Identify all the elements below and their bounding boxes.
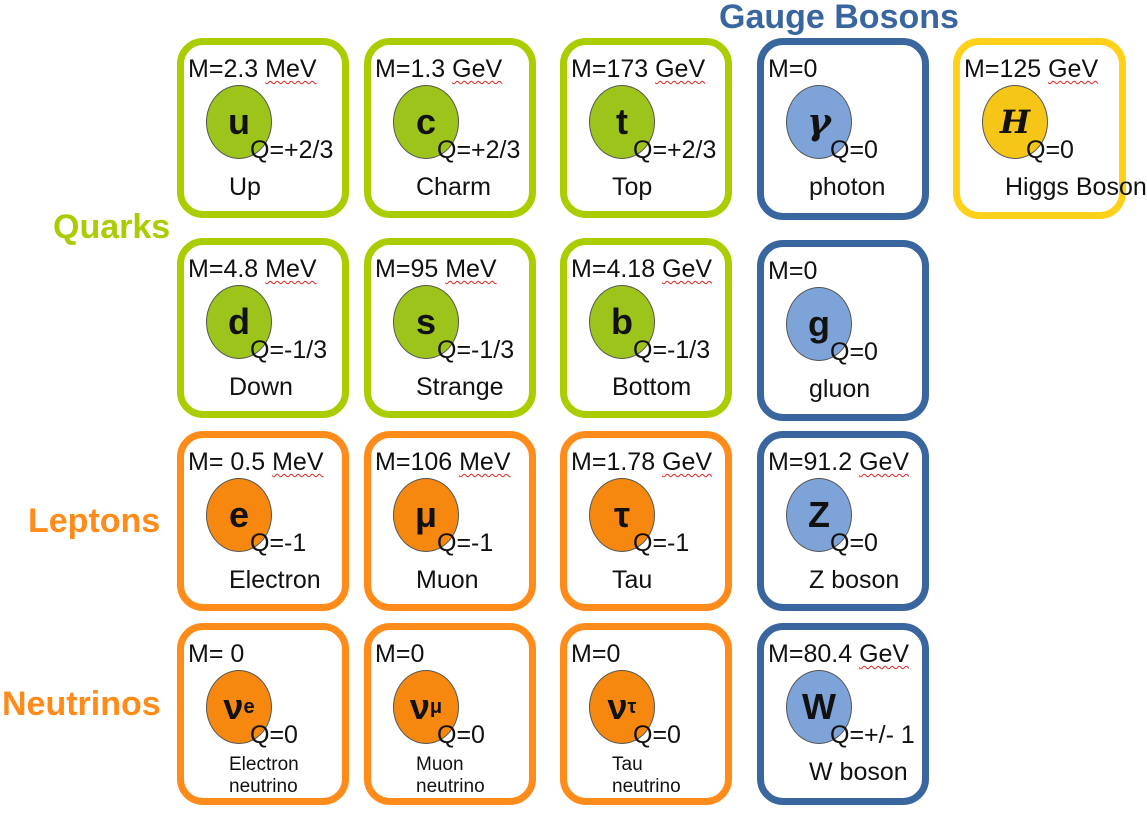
mass-label: M=95 MeV	[375, 255, 497, 283]
mass-label: M=1.78 GeV	[571, 448, 713, 476]
charge-label: Q=+/- 1	[830, 721, 915, 749]
particle-name: Electron	[229, 566, 321, 594]
particle-symbol: t	[589, 85, 655, 159]
particle-card-down: M=4.8 MeV d Q=-1/3 Down	[177, 238, 349, 418]
particle-name: Muon	[416, 566, 479, 594]
charge-label: Q=-1/3	[633, 336, 711, 364]
particle-card-higgs: M=125 GeV H Q=0 Higgs Boson	[953, 38, 1147, 219]
particle-card-up: M=2.3 MeV u Q=+2/3 Up	[177, 38, 349, 218]
particle-card-w-boson: M=80.4 GeV W Q=+/- 1 W boson	[757, 623, 929, 805]
particle-card-z-boson: M=91.2 GeV Z Q=0 Z boson	[757, 431, 929, 611]
charge-label: Q=-1/3	[437, 336, 515, 364]
particle-card-muon: M=106 MeV μ Q=-1 Muon	[364, 431, 536, 611]
neutrinos-label: Neutrinos	[2, 685, 161, 723]
mass-label: M=4.8 MeV	[188, 255, 317, 283]
charge-label: Q=0	[830, 338, 878, 366]
particle-card-top: M=173 GeV t Q=+2/3 Top	[560, 38, 732, 218]
particle-name: Top	[612, 173, 653, 201]
particle-symbol: d	[206, 285, 272, 359]
particle-card-tau: M=1.78 GeV τ Q=-1 Tau	[560, 431, 732, 611]
particle-name: Bottom	[612, 373, 692, 401]
particle-symbol: e	[206, 478, 272, 552]
particle-name: Z boson	[809, 566, 900, 594]
particle-symbol: τ	[589, 478, 655, 552]
charge-label: Q=+2/3	[633, 136, 717, 164]
charge-label: Q=0	[1026, 136, 1074, 164]
particle-name: Down	[229, 373, 293, 401]
particle-name: Electron neutrino	[229, 754, 299, 797]
particle-symbol: c	[393, 85, 459, 159]
mass-label: M= 0	[188, 640, 245, 668]
mass-label: M=2.3 MeV	[188, 55, 317, 83]
charge-label: Q=-1	[633, 529, 690, 557]
charge-label: Q=-1/3	[250, 336, 328, 364]
particle-name: W boson	[809, 758, 908, 786]
quarks-label: Quarks	[53, 208, 171, 246]
mass-label: M=0	[768, 55, 818, 83]
particle-name: photon	[809, 173, 886, 201]
mass-label: M=80.4 GeV	[768, 640, 910, 668]
particle-symbol: W	[786, 670, 852, 744]
mass-label: M=1.3 GeV	[375, 55, 503, 83]
particle-name: Up	[229, 173, 261, 201]
particle-symbol: γ	[786, 85, 852, 159]
charge-label: Q=0	[830, 136, 878, 164]
mass-label: M=0	[768, 257, 818, 285]
mass-label: M=4.18 GeV	[571, 255, 713, 283]
particle-symbol: b	[589, 285, 655, 359]
mass-label: M=106 MeV	[375, 448, 511, 476]
particle-symbol: u	[206, 85, 272, 159]
mass-label: M=0	[375, 640, 425, 668]
charge-label: Q=0	[250, 721, 298, 749]
particle-card-electron: M= 0.5 MeV e Q=-1 Electron	[177, 431, 349, 611]
particle-symbol: H	[982, 85, 1048, 159]
particle-card-photon: M=0 γ Q=0 photon	[757, 38, 929, 220]
particle-symbol: s	[393, 285, 459, 359]
mass-label: M=0	[571, 640, 621, 668]
particle-symbol: g	[786, 287, 852, 361]
gauge-bosons-label: Gauge Bosons	[719, 0, 959, 36]
particle-symbol: Z	[786, 478, 852, 552]
charge-label: Q=-1	[437, 529, 494, 557]
mass-label: M=91.2 GeV	[768, 448, 910, 476]
mass-label: M= 0.5 MeV	[188, 448, 324, 476]
particle-name: Strange	[416, 373, 504, 401]
charge-label: Q=+2/3	[250, 136, 334, 164]
leptons-label: Leptons	[28, 502, 161, 540]
particle-name: Higgs Boson	[1005, 173, 1147, 201]
particle-name: Charm	[416, 173, 492, 201]
particle-name: Tau	[612, 566, 653, 594]
particle-name: Tau neutrino	[612, 754, 681, 797]
mass-label: M=173 GeV	[571, 55, 706, 83]
particle-card-gluon: M=0 g Q=0 gluon	[757, 240, 929, 421]
particle-name: Muon neutrino	[416, 754, 485, 797]
particle-card-strange: M=95 MeV s Q=-1/3 Strange	[364, 238, 536, 418]
particle-card-bottom: M=4.18 GeV b Q=-1/3 Bottom	[560, 238, 732, 418]
charge-label: Q=+2/3	[437, 136, 521, 164]
particle-symbol: μ	[393, 478, 459, 552]
charge-label: Q=-1	[250, 529, 307, 557]
charge-label: Q=0	[633, 721, 681, 749]
mass-label: M=125 GeV	[964, 55, 1099, 83]
particle-card-charm: M=1.3 GeV c Q=+2/3 Charm	[364, 38, 536, 218]
charge-label: Q=0	[830, 529, 878, 557]
particle-name: gluon	[809, 375, 871, 403]
charge-label: Q=0	[437, 721, 485, 749]
